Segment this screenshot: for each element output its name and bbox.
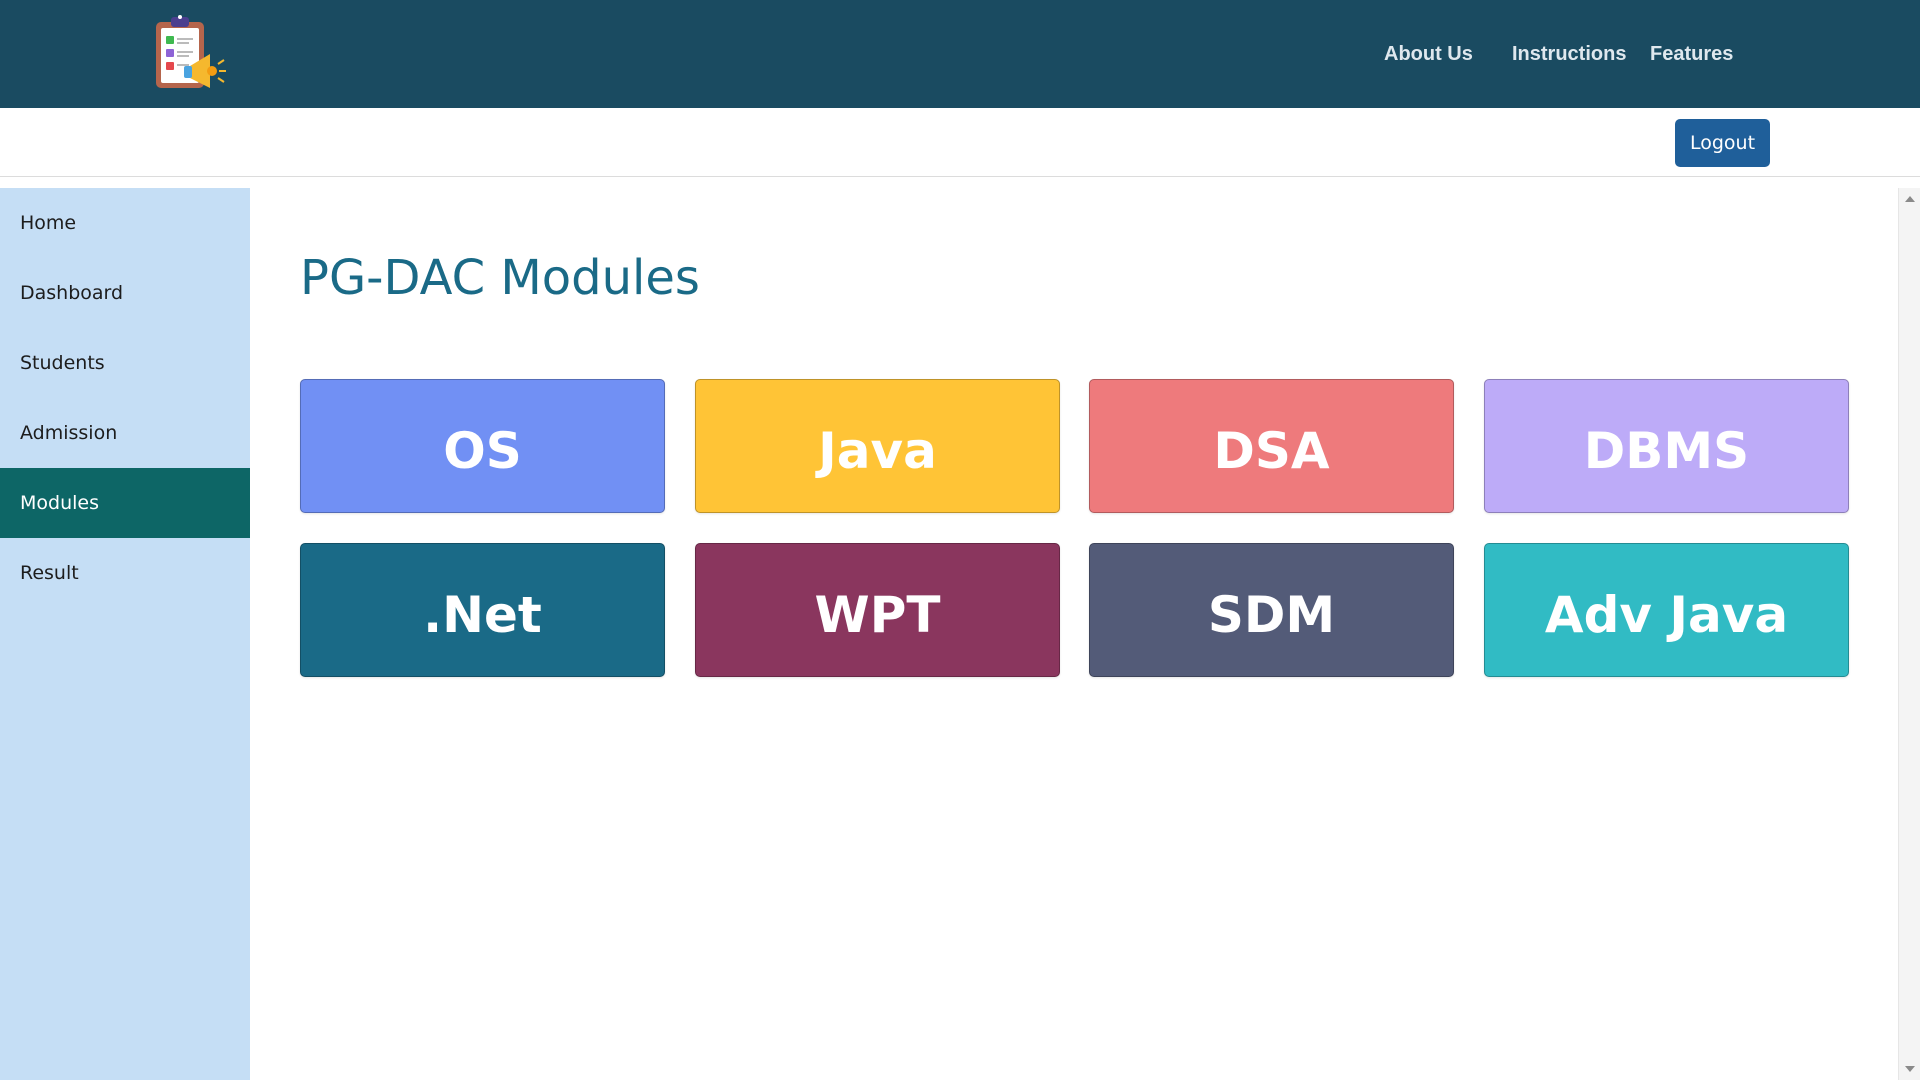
module-card-label: OS bbox=[443, 422, 522, 480]
nav-instructions-link[interactable]: Instructions bbox=[1512, 43, 1627, 65]
sidebar-item-label: Students bbox=[20, 352, 105, 374]
sidebar-item-label: Modules bbox=[20, 492, 99, 514]
module-card-label: Adv Java bbox=[1544, 586, 1789, 644]
sidebar-item-label: Result bbox=[20, 562, 79, 584]
top-navbar: About Us Instructions Features bbox=[0, 0, 1920, 108]
main-content: PG-DAC Modules OS Java DSA DBMS .Net WPT… bbox=[250, 188, 1898, 1080]
page-title: PG-DAC Modules bbox=[300, 250, 700, 306]
logout-button[interactable]: Logout bbox=[1675, 119, 1770, 167]
sidebar-item-label: Admission bbox=[20, 422, 118, 444]
module-card-dsa[interactable]: DSA bbox=[1089, 379, 1454, 513]
module-card-label: WPT bbox=[814, 586, 941, 644]
sidebar-item-label: Home bbox=[20, 212, 77, 234]
sidebar: Home Dashboard Students Admission Module… bbox=[0, 188, 250, 1080]
scroll-down-icon[interactable] bbox=[1905, 1066, 1915, 1072]
module-card-label: Java bbox=[818, 422, 937, 480]
module-card-label: DBMS bbox=[1583, 422, 1750, 480]
module-card-dbms[interactable]: DBMS bbox=[1484, 379, 1849, 513]
scroll-up-icon[interactable] bbox=[1905, 196, 1915, 202]
module-card-wpt[interactable]: WPT bbox=[695, 543, 1060, 677]
nav-about-us-link[interactable]: About Us bbox=[1384, 43, 1473, 65]
module-card-sdm[interactable]: SDM bbox=[1089, 543, 1454, 677]
module-card-label: DSA bbox=[1213, 422, 1330, 480]
nav-features-link[interactable]: Features bbox=[1650, 43, 1734, 65]
module-card-label: SDM bbox=[1207, 586, 1336, 644]
vertical-scrollbar[interactable] bbox=[1898, 188, 1920, 1080]
sidebar-item-students[interactable]: Students bbox=[0, 328, 250, 398]
sidebar-item-result[interactable]: Result bbox=[0, 538, 250, 608]
sidebar-item-modules[interactable]: Modules bbox=[0, 468, 250, 538]
module-card-java[interactable]: Java bbox=[695, 379, 1060, 513]
sidebar-item-dashboard[interactable]: Dashboard bbox=[0, 258, 250, 328]
sidebar-item-admission[interactable]: Admission bbox=[0, 398, 250, 468]
module-card-dotnet[interactable]: .Net bbox=[300, 543, 665, 677]
module-card-adv-java[interactable]: Adv Java bbox=[1484, 543, 1849, 677]
module-card-os[interactable]: OS bbox=[300, 379, 665, 513]
sidebar-item-label: Dashboard bbox=[20, 282, 124, 304]
action-bar: Logout bbox=[0, 108, 1920, 177]
clipboard-megaphone-icon[interactable] bbox=[152, 12, 234, 96]
sidebar-item-home[interactable]: Home bbox=[0, 188, 250, 258]
module-card-label: .Net bbox=[423, 586, 542, 644]
